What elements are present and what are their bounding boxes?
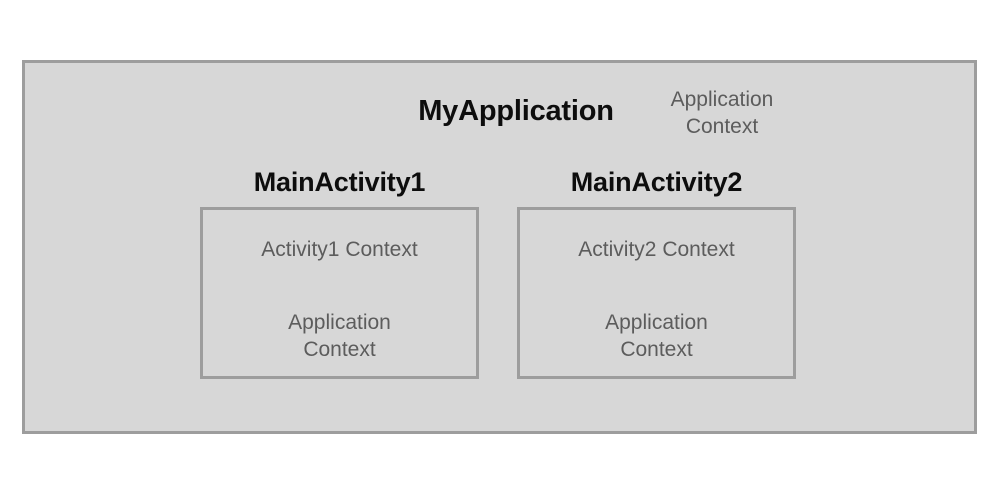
application-header: MyApplication Application Context [25, 81, 974, 147]
activity-context-box-1: Activity1 Context Application Context [200, 207, 479, 379]
application-context-label-line1: Application [670, 88, 774, 111]
nested-application-context-1-line1: Application [288, 311, 391, 334]
application-container: MyApplication Application Context MainAc… [22, 60, 977, 434]
nested-application-context-1: Application Context [203, 309, 476, 363]
nested-application-context-2-line1: Application [605, 311, 708, 334]
activity-context-box-2: Activity2 Context Application Context [517, 207, 796, 379]
application-context-label: Application Context [637, 86, 807, 140]
activity-context-label-2: Activity2 Context [578, 238, 735, 261]
nested-application-context-2-line2: Context [620, 338, 693, 361]
application-context-label-line2: Context [685, 115, 759, 138]
activity-group-1: MainActivity1 Activity1 Context Applicat… [200, 167, 479, 379]
activity-group-2: MainActivity2 Activity2 Context Applicat… [517, 167, 796, 379]
activity-title-2: MainActivity2 [570, 167, 743, 197]
nested-application-context-1-line2: Context [303, 338, 376, 361]
activity-title-1: MainActivity1 [253, 167, 426, 197]
activity-context-label-1: Activity1 Context [261, 238, 418, 261]
nested-application-context-2: Application Context [520, 309, 793, 363]
application-title: MyApplication [418, 95, 614, 127]
